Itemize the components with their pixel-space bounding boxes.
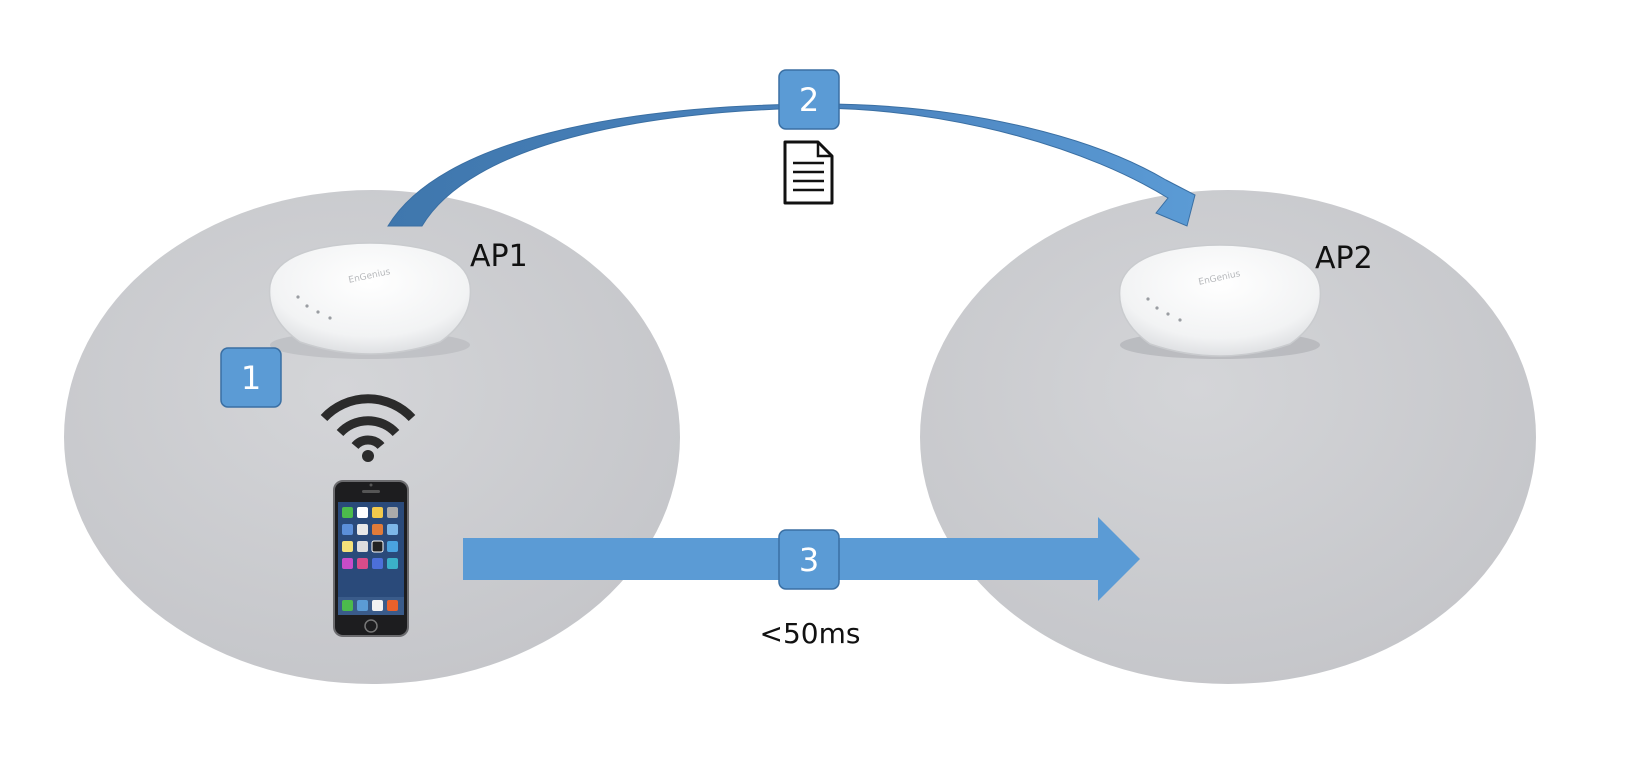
step-2-number: 2: [799, 81, 819, 119]
smartphone-icon: [333, 480, 409, 637]
step-1-number: 1: [241, 359, 261, 397]
ap1-label: AP1: [470, 239, 528, 274]
document-icon: [783, 140, 834, 205]
ap2-label: AP2: [1315, 241, 1373, 276]
latency-label: <50ms: [760, 617, 861, 650]
wifi-signal-icon: [320, 394, 416, 462]
ap1-access-point-icon: EnGenius: [268, 242, 472, 359]
step-1-badge: 1: [220, 347, 282, 408]
step-3-badge: 3: [778, 529, 840, 590]
roaming-arc-arrow: [387, 103, 1196, 227]
step-3-number: 3: [799, 541, 819, 579]
ap2-access-point-icon: EnGenius: [1118, 244, 1322, 359]
step-2-badge: 2: [778, 69, 840, 130]
